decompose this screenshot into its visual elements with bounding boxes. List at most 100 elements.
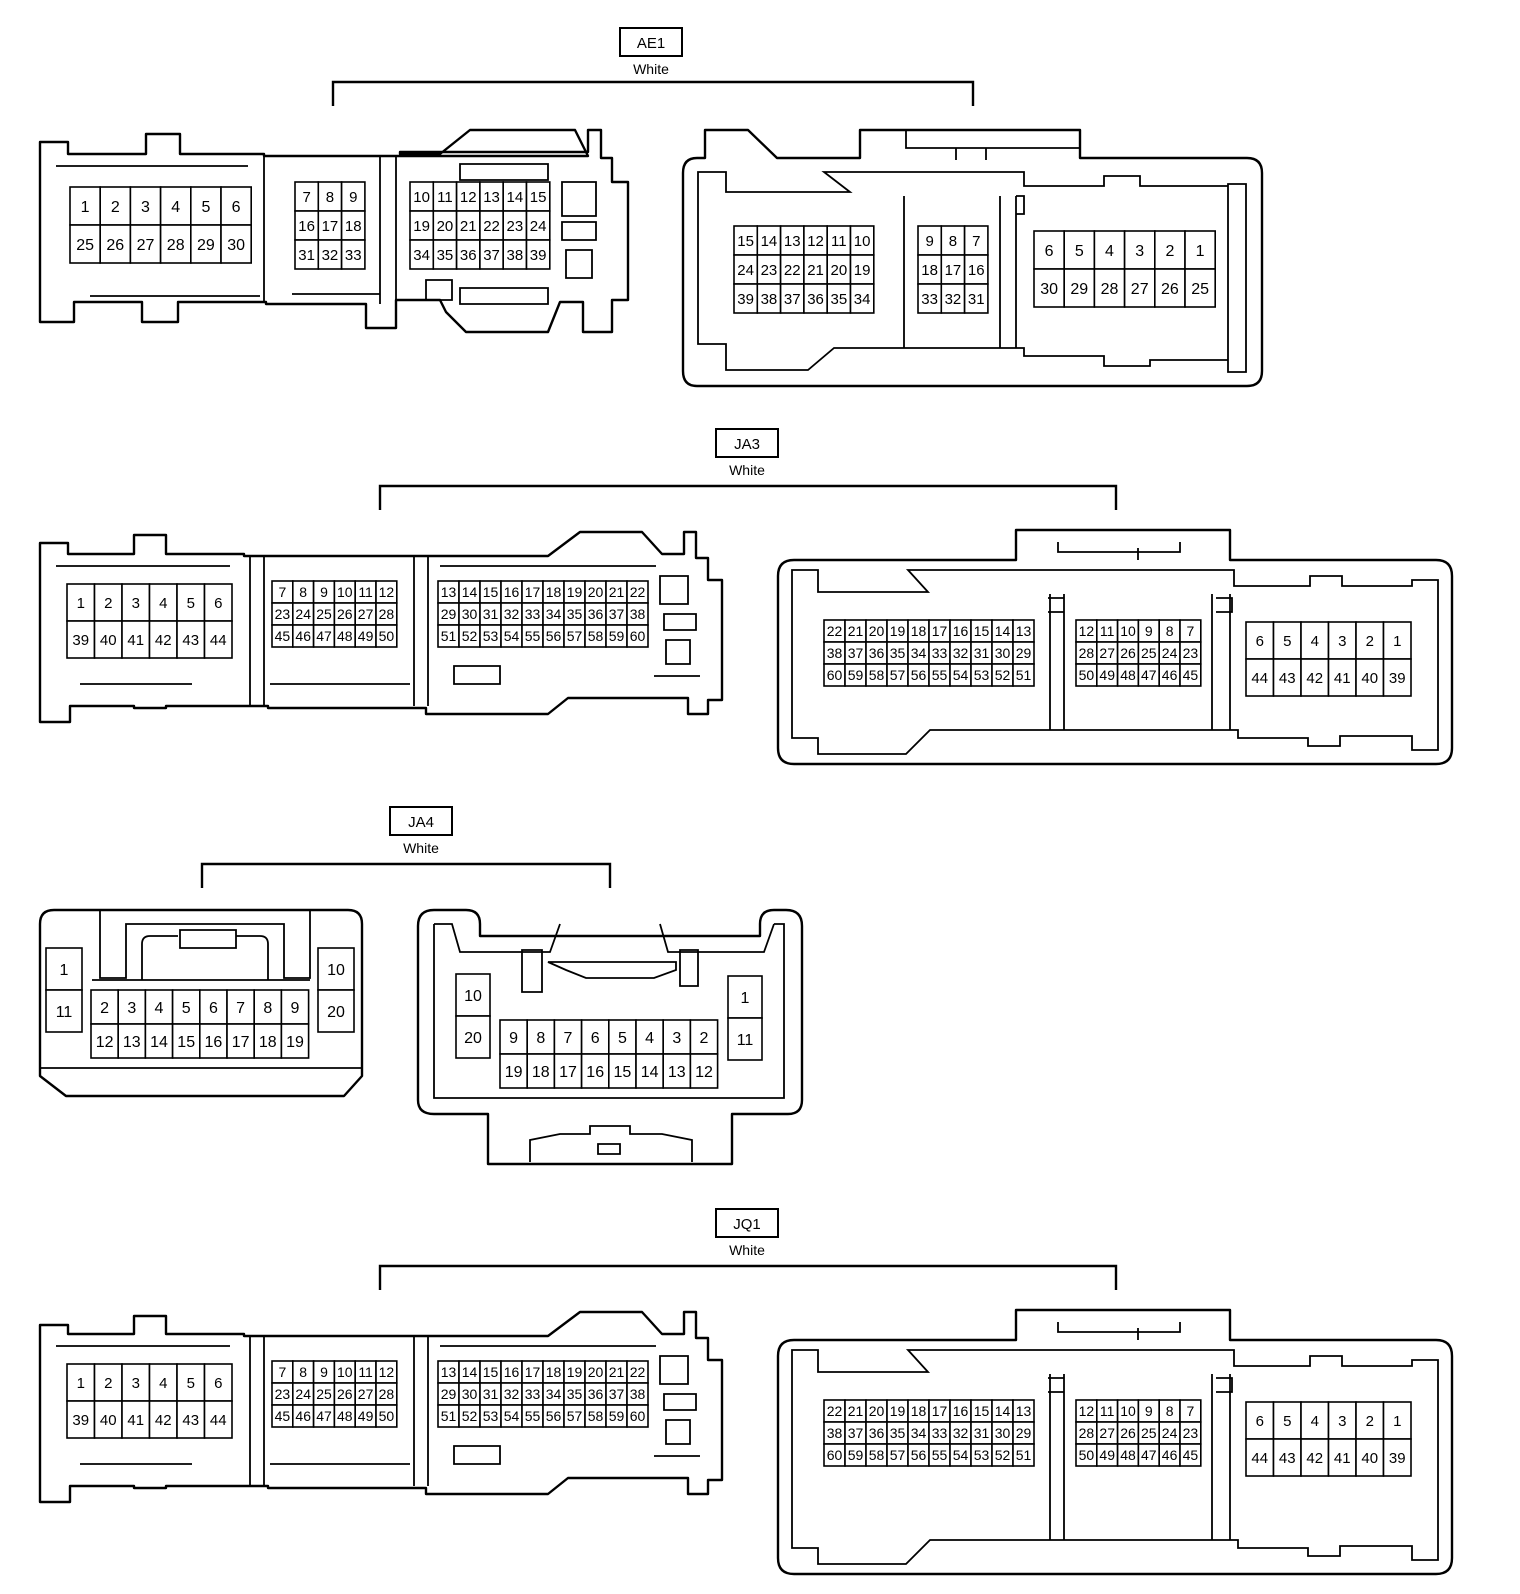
pin-cavity bbox=[203, 1400, 233, 1439]
pin-number: 35 bbox=[567, 1386, 583, 1402]
pin-number: 17 bbox=[525, 1364, 541, 1380]
pin-cavity bbox=[727, 1017, 763, 1061]
pin-number: 1 bbox=[1393, 1413, 1401, 1430]
pin-cavity bbox=[1300, 1438, 1330, 1477]
pin-number: 26 bbox=[1161, 281, 1179, 298]
pin-number: 16 bbox=[968, 262, 985, 279]
pin-number: 47 bbox=[316, 628, 332, 644]
pin-number: 31 bbox=[974, 645, 990, 661]
pin-cavity bbox=[526, 1053, 556, 1089]
pin-number: 17 bbox=[945, 262, 962, 279]
pin-number: 38 bbox=[761, 291, 778, 308]
pin-number: 52 bbox=[995, 1447, 1011, 1463]
pin-number: 4 bbox=[1105, 243, 1114, 260]
pin-number: 31 bbox=[298, 247, 315, 264]
pin-cavity bbox=[1382, 1438, 1412, 1477]
pin-number: 18 bbox=[532, 1064, 550, 1081]
pin-number: 20 bbox=[869, 1403, 885, 1419]
pin-cavity bbox=[144, 1023, 174, 1059]
pin-number: 28 bbox=[167, 237, 185, 254]
pin-number: 56 bbox=[546, 1408, 562, 1424]
pin-number: 33 bbox=[525, 606, 541, 622]
pin-number: 46 bbox=[295, 1408, 311, 1424]
pin-number: 14 bbox=[641, 1064, 659, 1081]
pin-number: 47 bbox=[1141, 1447, 1157, 1463]
pin-number: 43 bbox=[1279, 1450, 1296, 1467]
pin-number: 9 bbox=[320, 1364, 328, 1380]
pin-number: 2 bbox=[104, 595, 112, 612]
pin-number: 36 bbox=[588, 1386, 604, 1402]
pin-number: 6 bbox=[232, 199, 241, 216]
pin-cavity bbox=[148, 620, 178, 659]
pin-number: 15 bbox=[614, 1064, 632, 1081]
pin-number: 59 bbox=[609, 1408, 625, 1424]
pin-number: 8 bbox=[1166, 1403, 1174, 1419]
pin-cavity bbox=[375, 624, 398, 648]
pin-number: 1 bbox=[81, 199, 90, 216]
pin-number: 10 bbox=[1120, 1403, 1136, 1419]
pin-number: 53 bbox=[483, 1408, 499, 1424]
pin-number: 11 bbox=[1100, 623, 1115, 639]
pin-number: 54 bbox=[953, 667, 969, 683]
pin-number: 36 bbox=[460, 247, 477, 264]
pin-number: 20 bbox=[464, 1030, 482, 1047]
pin-number: 23 bbox=[275, 1386, 291, 1402]
pin-number: 48 bbox=[337, 1408, 353, 1424]
pin-number: 59 bbox=[848, 667, 864, 683]
pin-number: 31 bbox=[483, 1386, 499, 1402]
pin-number: 54 bbox=[504, 628, 520, 644]
pin-number: 37 bbox=[848, 645, 864, 661]
pin-number: 12 bbox=[96, 1034, 114, 1051]
pin-number: 46 bbox=[1162, 667, 1178, 683]
pin-number: 37 bbox=[609, 606, 625, 622]
pin-number: 45 bbox=[1183, 1447, 1199, 1463]
pin-number: 6 bbox=[1256, 633, 1264, 650]
pin-number: 27 bbox=[1099, 645, 1115, 661]
pin-number: 10 bbox=[854, 233, 871, 250]
pin-cavity bbox=[1327, 1401, 1357, 1440]
pin-number: 25 bbox=[316, 606, 332, 622]
connector-color: White bbox=[729, 462, 765, 478]
pin-number: 6 bbox=[209, 1000, 218, 1017]
pin-number: 13 bbox=[1016, 623, 1032, 639]
pin-number: 12 bbox=[1079, 1403, 1095, 1419]
pin-number: 48 bbox=[1120, 1447, 1136, 1463]
pin-number: 23 bbox=[761, 262, 778, 279]
pin-number: 6 bbox=[214, 595, 222, 612]
pin-number: 51 bbox=[441, 628, 457, 644]
pin-number: 53 bbox=[974, 667, 990, 683]
pin-number: 50 bbox=[1079, 1447, 1095, 1463]
pin-number: 34 bbox=[854, 291, 871, 308]
pin-number: 19 bbox=[286, 1034, 304, 1051]
pin-cavity bbox=[121, 1400, 151, 1439]
pin-number: 1 bbox=[1196, 243, 1205, 260]
pin-number: 20 bbox=[588, 1364, 604, 1380]
pin-number: 39 bbox=[1389, 1450, 1406, 1467]
pin-number: 30 bbox=[995, 645, 1011, 661]
pin-number: 4 bbox=[155, 1000, 164, 1017]
pin-cavity bbox=[176, 620, 206, 659]
pin-number: 17 bbox=[559, 1064, 577, 1081]
pin-cavity bbox=[635, 1053, 665, 1089]
pin-number: 22 bbox=[784, 262, 801, 279]
connector-color: White bbox=[633, 61, 669, 77]
pin-number: 47 bbox=[316, 1408, 332, 1424]
pin-number: 18 bbox=[921, 262, 938, 279]
pin-number: 44 bbox=[1251, 670, 1268, 687]
pin-number: 40 bbox=[100, 1412, 117, 1429]
pin-cavity bbox=[199, 989, 228, 1025]
pin-number: 45 bbox=[275, 1408, 291, 1424]
pin-number: 15 bbox=[483, 1364, 499, 1380]
pin-number: 32 bbox=[504, 1386, 520, 1402]
pin-number: 15 bbox=[737, 233, 754, 250]
pin-number: 58 bbox=[588, 1408, 604, 1424]
pin-number: 55 bbox=[932, 1447, 948, 1463]
pin-number: 3 bbox=[132, 1375, 140, 1392]
